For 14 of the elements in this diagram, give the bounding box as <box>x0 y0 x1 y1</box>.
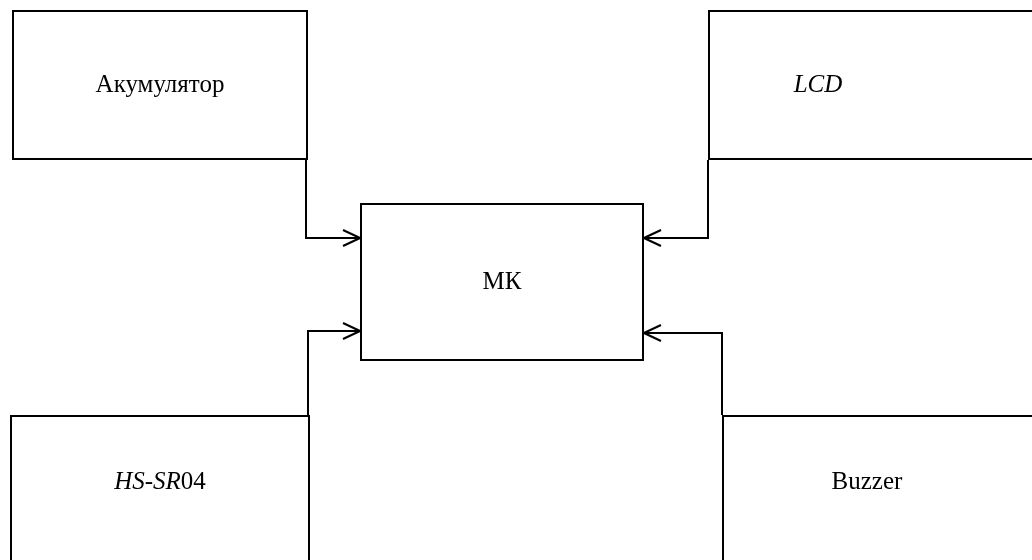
arrow <box>307 322 361 416</box>
block-box <box>10 415 310 560</box>
arrow <box>643 159 709 247</box>
block-box <box>360 203 644 361</box>
block-label: HS-SR04 <box>113 467 207 495</box>
block-label: МК <box>481 267 523 295</box>
block-label: Buzzer <box>830 467 904 495</box>
arrow <box>643 324 723 416</box>
block-box <box>722 415 1032 560</box>
block-box <box>12 10 308 160</box>
block-label: LCD <box>792 70 844 98</box>
block-box <box>708 10 1032 160</box>
block-label: Акумулятор <box>94 70 226 98</box>
arrow <box>305 159 361 247</box>
